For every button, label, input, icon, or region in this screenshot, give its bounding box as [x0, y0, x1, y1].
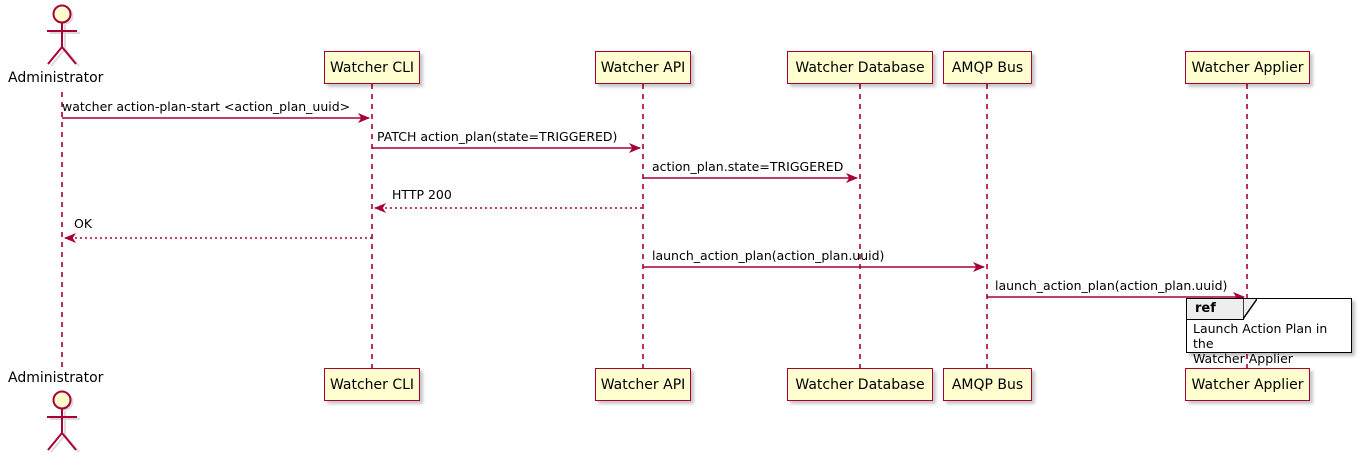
participant-watcher-api-top[interactable]: Watcher API	[595, 51, 691, 84]
participant-watcher-cli-top[interactable]: Watcher CLI	[324, 51, 420, 84]
message-label-msg-4: HTTP 200	[392, 187, 452, 202]
ref-fragment: ref Launch Action Plan in the Watcher Ap…	[1186, 298, 1352, 366]
participant-watcher-applier-top[interactable]: Watcher Applier	[1185, 51, 1310, 84]
actor-label-administrator-top: Administrator	[8, 70, 104, 86]
message-arrows	[62, 113, 1245, 302]
participant-watcher-database-top[interactable]: Watcher Database	[787, 51, 933, 84]
message-label-msg-7: launch_action_plan(action_plan.uuid)	[995, 278, 1228, 293]
actor-label-administrator-bottom: Administrator	[8, 370, 104, 386]
participant-label: Watcher API	[600, 59, 686, 76]
participant-label: Watcher Database	[795, 376, 925, 393]
participant-label: Watcher CLI	[329, 376, 415, 393]
participant-watcher-api-bottom[interactable]: Watcher API	[595, 368, 691, 401]
ref-fragment-tab-label: ref	[1195, 301, 1216, 316]
participant-label: AMQP Bus	[951, 59, 1024, 76]
participant-label: Watcher Database	[795, 59, 925, 76]
participant-label: Watcher Applier	[1191, 59, 1304, 76]
participant-watcher-cli-bottom[interactable]: Watcher CLI	[324, 368, 420, 401]
participant-label: AMQP Bus	[951, 376, 1024, 393]
message-label-msg-1: watcher action-plan-start <action_plan_u…	[62, 99, 351, 114]
lifelines	[61, 84, 1248, 368]
actor-administrator-bottom	[47, 390, 80, 453]
message-label-msg-3: action_plan.state=TRIGGERED	[652, 159, 844, 174]
participant-label: Watcher CLI	[329, 59, 415, 76]
participant-watcher-applier-bottom[interactable]: Watcher Applier	[1185, 368, 1310, 401]
message-label-msg-6: launch_action_plan(action_plan.uuid)	[652, 248, 885, 263]
participant-watcher-database-bottom[interactable]: Watcher Database	[787, 368, 933, 401]
ref-fragment-body-text: Launch Action Plan in the Watcher Applie…	[1193, 321, 1328, 366]
participant-amqp-bus-bottom[interactable]: AMQP Bus	[943, 368, 1032, 401]
ref-fragment-tab-notch	[1243, 299, 1257, 320]
participant-amqp-bus-top[interactable]: AMQP Bus	[943, 51, 1032, 84]
actor-administrator-top	[47, 4, 80, 67]
message-label-msg-2: PATCH action_plan(state=TRIGGERED)	[377, 129, 618, 144]
participant-label: Watcher Applier	[1191, 376, 1304, 393]
message-label-msg-5: OK	[74, 216, 93, 231]
participant-label: Watcher API	[600, 376, 686, 393]
